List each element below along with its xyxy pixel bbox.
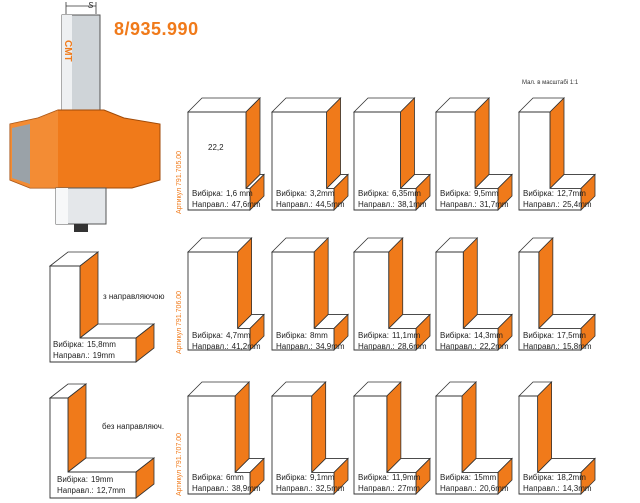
shank-label: S	[88, 1, 94, 10]
profile-block	[271, 97, 349, 211]
article-code-row-3: Артикул 791.707.00	[176, 432, 183, 496]
profile-block	[435, 97, 513, 211]
left-profile-without-guide	[48, 383, 156, 499]
profile-block	[435, 381, 513, 495]
profile-block	[187, 381, 265, 495]
profile-block	[353, 97, 431, 211]
dimension-label: 22,2	[208, 143, 224, 152]
profile-block	[271, 381, 349, 495]
profile-grid	[187, 97, 596, 495]
bearing-highlight	[56, 188, 68, 224]
profile-block	[353, 381, 431, 495]
scale-note: Мал. в масштабі 1:1	[522, 80, 579, 86]
router-bit-illustration	[9, 2, 161, 232]
label-without-guide: без направляюч.	[102, 422, 165, 431]
article-code-row-1: Артикул 791.705.00	[176, 150, 183, 214]
article-code-row-2: Артикул 791.706.00	[176, 290, 183, 354]
carbide-edge	[12, 124, 30, 184]
bearing-screw	[74, 224, 88, 232]
profile-block	[271, 237, 349, 351]
logo-text: CMT	[62, 40, 73, 62]
profile-block	[518, 381, 596, 495]
profile-block	[353, 237, 431, 351]
product-code: 8/935.990	[114, 19, 199, 39]
left-sample-1-label: Вибірка:15,8mm Направл.:19mm	[53, 340, 116, 360]
label-with-guide: з направляючою	[103, 292, 165, 301]
left-profile-with-guide	[48, 251, 156, 363]
profile-block	[435, 237, 513, 351]
shank-highlight	[62, 15, 72, 111]
profile-block	[187, 237, 265, 351]
profile-block	[187, 97, 265, 211]
profile-block	[518, 237, 596, 351]
left-sample-2-label: Вибірка:19mm Направл.:12,7mm	[57, 475, 126, 495]
left-profiles	[48, 251, 156, 499]
profile-block	[518, 97, 596, 211]
